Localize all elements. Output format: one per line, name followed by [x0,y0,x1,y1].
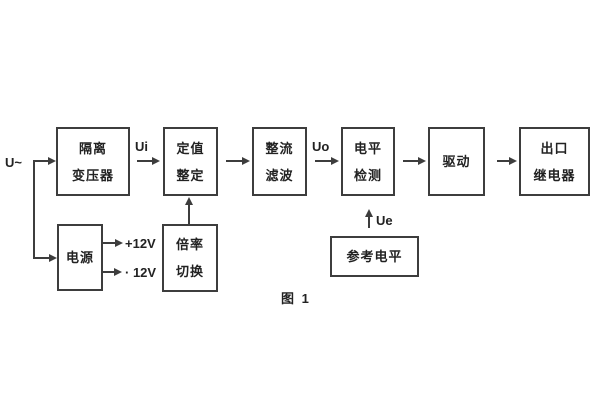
arrow-plus-12v-head [115,239,123,247]
arrow-ue-line [368,216,370,228]
arrow-branch-to-power-head [49,254,57,262]
block-label: 变压器 [71,167,114,183]
arrow-ui-line [137,160,153,162]
block-label: 电平 [353,140,382,156]
label-plus-12v: +12V [125,236,156,251]
arrow-detection-to-drive-head [418,157,426,165]
arrow-uo-head [331,157,339,165]
block-label: 整定 [176,167,205,183]
block-label: 滤波 [265,167,294,183]
block-label: 出口 [540,140,569,156]
block-label: 隔离 [78,140,107,156]
block-label: 驱动 [442,154,471,169]
arrow-drive-to-relay-line [497,160,510,162]
arrow-ue-head [365,209,373,217]
block-level-detection: 电平 检测 [341,127,395,196]
arrow-branch-to-power-line [34,257,50,259]
label-minus-12v: · 12V [125,265,157,280]
arrow-setting-to-rectifier-line [226,160,243,162]
block-label: 继电器 [533,167,576,183]
arrow-ui-head [152,157,160,165]
arrow-multiplier-to-setting-line [188,205,190,225]
block-label: 切换 [175,264,204,279]
arrow-multiplier-to-setting-head [185,197,193,205]
arrow-detection-to-drive-line [403,160,419,162]
block-label: 电源 [65,250,94,265]
label-uo: Uo [312,139,330,154]
arrow-input-to-transformer-line [34,160,49,162]
block-label: 整流 [265,140,294,156]
block-multiplier-switch: 倍率 切换 [162,224,218,292]
block-reference-level: 参考电平 [330,236,419,277]
block-label: 参考电平 [346,249,403,264]
block-power-supply: 电源 [57,224,103,291]
block-drive: 驱动 [428,127,485,196]
arrow-drive-to-relay-head [509,157,517,165]
line-input-branch [33,160,35,259]
arrow-minus-12v-line [103,271,115,273]
block-output-relay: 出口 继电器 [519,127,590,196]
arrow-setting-to-rectifier-head [242,157,250,165]
block-label: 倍率 [175,237,204,252]
block-rectifier-filter: 整流 滤波 [252,127,307,196]
label-ui: Ui [135,139,148,154]
block-label: 检测 [353,167,382,183]
arrow-input-to-transformer-head [48,157,56,165]
arrow-minus-12v-head [114,268,122,276]
arrow-uo-line [315,160,332,162]
label-ue: Ue [376,213,393,228]
figure-caption: 图 1 [281,291,311,306]
block-isolation-transformer: 隔离 变压器 [56,127,130,196]
label-ac-input: U~ [5,155,22,170]
arrow-plus-12v-line [103,242,116,244]
block-label: 定值 [176,140,205,156]
block-setting-adjustment: 定值 整定 [163,127,218,196]
